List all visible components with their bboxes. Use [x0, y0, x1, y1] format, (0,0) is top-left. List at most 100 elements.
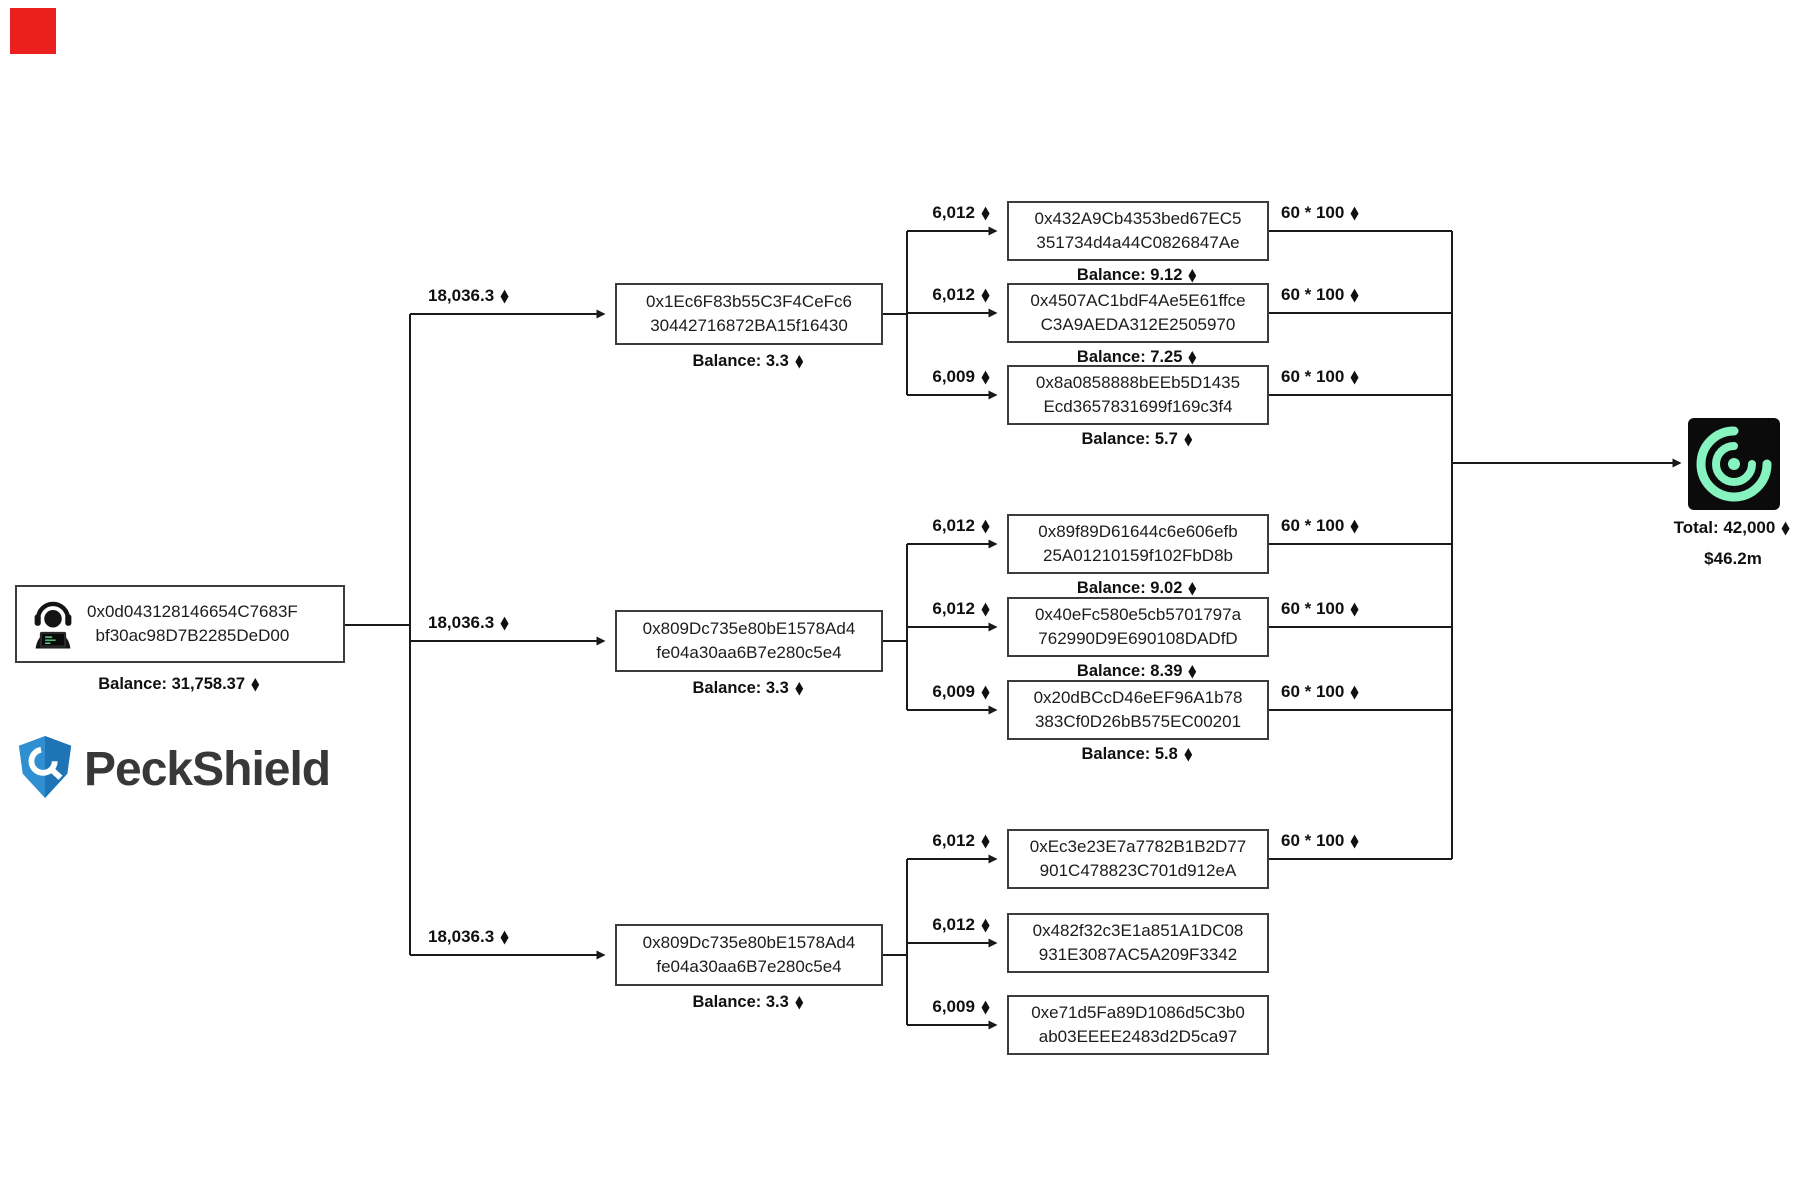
- address-line-2: C3A9AEDA312E2505970: [1040, 315, 1236, 334]
- eth-icon: ◆: [1189, 662, 1197, 680]
- payout-address-node-8: 0x482f32c3E1a851A1DC08 931E3087AC5A209F33…: [1007, 913, 1269, 973]
- peckshield-shield-icon: [14, 733, 76, 806]
- eth-icon: ◆: [1351, 367, 1359, 386]
- address-line-2: 931E3087AC5A209F3342: [1038, 945, 1238, 964]
- inflow-amount-label-6: 6,009◆: [880, 682, 992, 702]
- eth-icon: ◆: [1351, 516, 1359, 535]
- address-line-2: 901C478823C701d912eA: [1039, 861, 1237, 880]
- eth-icon: ◆: [1351, 682, 1359, 701]
- address-line-2: 383Cf0D26bB575EC00201: [1034, 712, 1242, 731]
- intermediate-balance-1: Balance: 3.3◆: [615, 351, 883, 371]
- address-line-2: fe04a30aa6B7e280c5e4: [656, 643, 842, 662]
- inflow-amount-label-9: 6,009◆: [880, 997, 992, 1017]
- red-marker: [10, 8, 56, 54]
- address-line-2: 30442716872BA15f16430: [650, 316, 848, 335]
- address-line-1: 0x89f89D61644c6e606efb: [1038, 521, 1238, 541]
- balance-text: Balance: 7.25: [1076, 348, 1183, 366]
- outflow-amount-label-5: 60 * 100 ◆: [1281, 599, 1421, 619]
- eth-icon: ◆: [981, 599, 990, 618]
- eth-icon: ◆: [500, 613, 509, 632]
- address-line-2: 25A01210159f102FbD8b: [1042, 546, 1233, 565]
- address-line-1: 0x40eFc580e5cb5701797a: [1034, 604, 1242, 624]
- eth-icon: ◆: [981, 997, 990, 1016]
- inflow-amount-label-7: 6,012 ◆: [880, 831, 992, 851]
- amount-text: 18,036.3: [428, 927, 495, 946]
- eth-icon: ◆: [1351, 599, 1359, 618]
- balance-text: Balance: 9.02: [1076, 579, 1183, 597]
- eth-icon: ◆: [251, 675, 260, 693]
- amount-text: 6,009: [932, 682, 975, 701]
- eth-icon: ◆: [1351, 831, 1359, 850]
- eth-icon: ◆: [981, 516, 990, 535]
- address-line-2: 762990D9E690108DADfD: [1038, 629, 1238, 648]
- eth-icon: ◆: [1351, 203, 1359, 222]
- eth-icon: ◆: [1782, 518, 1790, 537]
- source-balance-text: Balance: 31,758.37: [98, 675, 246, 693]
- amount-text: 6,012: [932, 285, 975, 304]
- eth-icon: ◆: [981, 831, 990, 850]
- source-balance: Balance: 31,758.37 ◆: [15, 674, 345, 694]
- eth-icon: ◆: [981, 915, 990, 934]
- amount-text: 6,012: [932, 831, 975, 850]
- intermediate-balance-2: Balance: 3.3◆: [615, 678, 883, 698]
- source-address-node: 0x0d043128146654C7683F bf30ac98D7B2285De…: [15, 585, 345, 663]
- inflow-amount-label-3: 6,009 ◆: [880, 367, 992, 387]
- transfer-amount-label-2: 18,036.3 ◆: [428, 613, 578, 633]
- payout-address-node-1: 0x432A9Cb4353bed67EC5 351734d4a44C0826847…: [1007, 201, 1269, 261]
- amount-text: 6,009: [932, 367, 975, 386]
- outflow-amount-label-3: 60 * 100 ◆: [1281, 367, 1421, 387]
- balance-text: Balance: 9.12: [1076, 266, 1183, 284]
- address-line-1: 0xEc3e23E7a7782B1B2D77: [1029, 836, 1247, 856]
- amount-text: 6,012: [932, 915, 975, 934]
- address-line-1: 0x482f32c3E1a851A1DC08: [1032, 920, 1244, 940]
- amount-text: 60 * 100: [1281, 831, 1345, 850]
- eth-icon: ◆: [500, 286, 509, 305]
- address-line-1: 0x432A9Cb4353bed67EC5: [1034, 208, 1242, 228]
- eth-icon: ◆: [1184, 430, 1192, 448]
- address-line-2: bf30ac98D7B2285DeD00: [95, 626, 290, 645]
- transfer-amount-label-3: 18,036.3◆: [428, 927, 578, 947]
- usd-value-label: $46.2m: [1593, 549, 1800, 569]
- address-line-2: 351734d4a44C0826847Ae: [1036, 233, 1240, 252]
- total-label: Total: 42,000◆: [1593, 518, 1800, 538]
- hacker-icon: [25, 596, 81, 652]
- address-line-2: ab03EEEE2483d2D5ca97: [1038, 1027, 1238, 1046]
- payout-balance-5: Balance: 8.39◆: [1007, 661, 1269, 681]
- amount-text: 18,036.3: [428, 286, 495, 305]
- balance-text: Balance: 5.7: [1081, 430, 1178, 448]
- outflow-amount-label-4: 60 * 100◆: [1281, 516, 1421, 536]
- outflow-amount-label-2: 60 * 100◆: [1281, 285, 1421, 305]
- address-line-2: fe04a30aa6B7e280c5e4: [656, 957, 842, 976]
- eth-icon: ◆: [1184, 745, 1192, 763]
- balance-text: Balance: 5.8: [1081, 745, 1178, 763]
- address-line-2: Ecd3657831699f169c3f4: [1043, 397, 1233, 416]
- eth-icon: ◆: [1189, 579, 1197, 597]
- amount-text: 60 * 100: [1281, 285, 1345, 304]
- usd-text: $46.2m: [1704, 549, 1762, 568]
- payout-balance-1: Balance: 9.12 ◆: [1007, 265, 1269, 285]
- outflow-amount-label-1: 60 * 100◆: [1281, 203, 1421, 223]
- eth-icon: ◆: [1189, 348, 1197, 366]
- eth-icon: ◆: [981, 285, 990, 304]
- source-address: 0x0d043128146654C7683F bf30ac98D7B2285De…: [87, 600, 298, 648]
- amount-text: 60 * 100: [1281, 367, 1345, 386]
- balance-text: Balance: 3.3: [692, 993, 789, 1011]
- outflow-amount-label-6: 60 * 100◆: [1281, 682, 1421, 702]
- payout-address-node-4: 0x89f89D61644c6e606efb 25A01210159f102FbD…: [1007, 514, 1269, 574]
- amount-text: 18,036.3: [428, 613, 495, 632]
- eth-icon: ◆: [1189, 266, 1197, 284]
- inflow-amount-label-1: 6,012◆: [880, 203, 992, 223]
- eth-icon: ◆: [795, 993, 803, 1011]
- payout-address-node-5: 0x40eFc580e5cb5701797a 762990D9E690108DAD…: [1007, 597, 1269, 657]
- amount-text: 60 * 100: [1281, 599, 1345, 618]
- intermediate-balance-3: Balance: 3.3 ◆: [615, 992, 883, 1012]
- eth-icon: ◆: [981, 367, 990, 386]
- inflow-amount-label-8: 6,012 ◆: [880, 915, 992, 935]
